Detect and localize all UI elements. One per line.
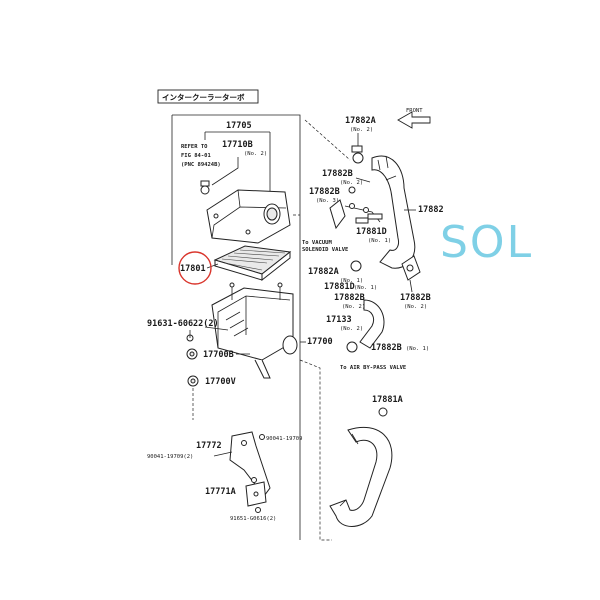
air-filter-element — [213, 245, 292, 282]
label-17882a-mid: 17882A — [308, 267, 339, 277]
label-17700b: 17700B — [203, 350, 234, 360]
bolt-90041-b — [259, 434, 265, 440]
label-17882b-5: 17882B — [371, 343, 402, 353]
label-17133: 17133 — [326, 315, 352, 325]
clamp-17710b — [200, 180, 210, 195]
refer-note-line3: (PNC 89424B) — [181, 162, 221, 168]
front-label: FRONT — [406, 108, 423, 114]
header-title-box — [157, 89, 259, 104]
note-vacuum-line2: SOLENOID VALVE — [302, 247, 348, 253]
label-17881d-a: 17881D — [356, 227, 387, 237]
label-17882a-top-no: (No. 2) — [350, 127, 373, 133]
small-clamp-1 — [348, 186, 356, 194]
bolt-91631 — [186, 330, 194, 342]
header-title: インタークーラーターボ — [162, 92, 245, 102]
hose-clamp-17882b-lower — [346, 341, 358, 353]
leader-90041-a — [213, 451, 233, 457]
refer-note-line2: FIG 84-01 — [181, 153, 211, 159]
air-cleaner-cap — [206, 189, 291, 244]
label-17771a: 17771A — [205, 487, 236, 497]
hose-joint-right — [401, 255, 421, 281]
label-91651: 91651-G0616(2) — [230, 516, 276, 522]
label-91631: 91631-60622(2) — [147, 319, 219, 329]
bolt-17881a — [378, 407, 388, 417]
dash-lower-right — [299, 359, 332, 541]
label-17710b-no: (No. 2) — [244, 151, 267, 157]
label-17882b-2-no: (No. 3) — [316, 198, 339, 204]
dash-top-right — [304, 119, 351, 161]
group-bracket-top — [172, 114, 301, 540]
leader-91631 — [204, 326, 229, 331]
watermark-sol: SOL — [440, 217, 533, 268]
leader-17705 — [204, 131, 271, 195]
bracket-17772 — [229, 431, 271, 497]
hose-clamp-17882a-mid — [350, 260, 362, 272]
leader-17882b-4 — [409, 279, 413, 293]
intake-hose-lower-17881a — [329, 426, 393, 527]
hose-clamp-17882a-top — [351, 145, 364, 164]
label-90041-b: 90041-19709 — [266, 436, 302, 442]
leader-17882b-1 — [355, 177, 371, 183]
label-17710b: 17710B — [222, 140, 253, 150]
label-17133-no: (No. 2) — [340, 326, 363, 332]
label-17882b-4: 17882B — [400, 293, 431, 303]
label-17882b-2: 17882B — [309, 187, 340, 197]
grommet-17700v — [187, 375, 199, 387]
intake-hose-upper — [371, 155, 416, 269]
air-cleaner-case — [211, 282, 298, 379]
note-air-bypass: To AIR BY-PASS VALVE — [340, 365, 406, 371]
leader-17801 — [206, 263, 219, 269]
label-17882b-4-no: (No. 2) — [404, 304, 427, 310]
refer-note-line1: REFER TO — [181, 144, 208, 150]
highlight-circle-17801 — [178, 251, 212, 285]
label-17801: 17801 — [180, 264, 206, 274]
label-17881a: 17881A — [372, 395, 403, 405]
label-17705: 17705 — [226, 121, 252, 131]
bolt-91651 — [255, 507, 261, 513]
label-17882b-1-no: (No. 2) — [340, 180, 363, 186]
label-17882a-mid-no: (No. 1) — [340, 278, 363, 284]
leader-17710b — [211, 157, 239, 186]
label-17882b-1: 17882B — [322, 169, 353, 179]
label-17700: 17700 — [307, 337, 333, 347]
label-17772: 17772 — [196, 441, 222, 451]
label-17700v: 17700V — [205, 377, 236, 387]
label-17882a-top: 17882A — [345, 116, 376, 126]
bracket-17771a — [245, 481, 267, 507]
label-17882b-5-no: (No. 1) — [406, 346, 429, 352]
vacuum-hose — [329, 199, 383, 230]
note-vacuum-line1: To VACUUM — [302, 240, 332, 246]
label-17881d-b: 17881D — [324, 282, 355, 292]
label-90041-a: 90041-19709(2) — [147, 454, 193, 460]
intake-hose-middle — [359, 299, 385, 349]
grommet-17700b — [186, 348, 198, 360]
label-17882-right: 17882 — [418, 205, 444, 215]
label-17882b-3-no: (No. 2) — [342, 304, 365, 310]
label-17881d-a-no: (No. 1) — [368, 238, 391, 244]
label-17882b-3: 17882B — [334, 293, 365, 303]
front-arrow-icon — [397, 111, 431, 129]
label-17881d-b-no: (No. 1) — [354, 285, 377, 291]
